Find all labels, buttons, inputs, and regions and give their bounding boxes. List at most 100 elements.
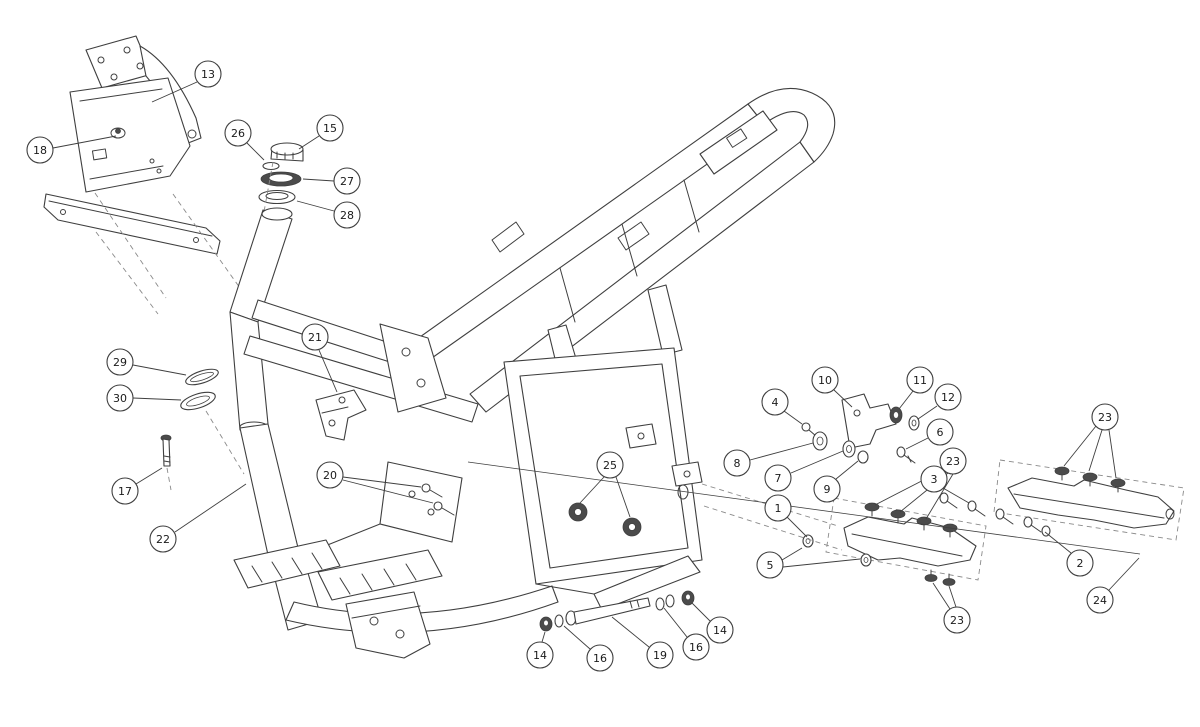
leader-line-21 (318, 349, 338, 393)
callout-number: 10 (818, 374, 832, 387)
callout-number: 17 (118, 485, 132, 498)
callout-19: 19 (646, 641, 674, 669)
callout-circle (1091, 403, 1119, 431)
callout-circle (813, 475, 841, 503)
washer-26 (262, 161, 280, 171)
main-frame (233, 87, 836, 659)
callout-24: 24 (1086, 586, 1114, 614)
callout-number: 13 (201, 68, 215, 81)
rubber-stud (890, 509, 906, 524)
rubber-stud (942, 523, 958, 538)
footrest-rail-left (825, 497, 987, 586)
callout-circle (194, 60, 222, 88)
callout-number: 11 (913, 374, 927, 387)
callout-number: 18 (33, 144, 47, 157)
leader-line-15 (298, 135, 320, 150)
callout-circle (26, 136, 54, 164)
small-bracket (315, 389, 367, 441)
callout-number: 9 (824, 483, 831, 496)
leader-line-3 (942, 487, 970, 504)
callout-17: 17 (111, 477, 139, 505)
floor-bolt-set (539, 590, 695, 632)
callout-23: 23 (939, 447, 967, 475)
rubber-stud (1054, 466, 1070, 481)
callout-circle (943, 606, 971, 634)
rubber-stud (1082, 472, 1098, 487)
leader-line-26 (246, 142, 265, 161)
callout-number: 22 (156, 533, 170, 546)
leader-line-23 (1088, 429, 1103, 472)
leader-line-20 (342, 479, 434, 504)
callout-30: 30 (106, 384, 134, 412)
callout-circle (764, 464, 792, 492)
leader-line-14 (541, 631, 546, 643)
callout-number: 23 (946, 455, 960, 468)
leader-line-30 (132, 397, 182, 401)
callout-circle (1066, 549, 1094, 577)
callout-circle (596, 451, 624, 479)
frame-bushings (568, 502, 642, 537)
leader-line-24 (1108, 557, 1140, 591)
leader-line-18 (52, 135, 117, 149)
callout-5: 5 (756, 551, 784, 579)
callout-9: 9 (813, 475, 841, 503)
rail-fasteners (467, 461, 1141, 567)
footrest-rail-right (993, 459, 1185, 541)
leader-line-16 (563, 625, 591, 650)
leader-line-14 (691, 602, 711, 622)
callout-6: 6 (926, 418, 954, 446)
callout-circle (811, 366, 839, 394)
callout-circle (149, 525, 177, 553)
leader-line-16 (663, 607, 688, 638)
rubber-stud (924, 569, 938, 582)
callout-circle (646, 641, 674, 669)
callout-14: 14 (706, 616, 734, 644)
rubber-stud (942, 573, 956, 586)
leader-line-28 (296, 200, 335, 212)
callout-circle (764, 494, 792, 522)
rubber-stud (864, 502, 880, 517)
callout-number: 25 (603, 459, 617, 472)
rubber-stud (1110, 478, 1126, 493)
callout-13: 13 (194, 60, 222, 88)
callout-number: 3 (931, 473, 938, 486)
leader-line-10 (833, 389, 853, 408)
callout-circle (926, 418, 954, 446)
leader-line-1 (786, 516, 808, 538)
callout-circle (761, 388, 789, 416)
leader-line-8 (749, 442, 814, 461)
callout-circle (106, 384, 134, 412)
leader-line-20 (342, 476, 422, 488)
callout-circle (316, 114, 344, 142)
callout-28: 28 (333, 201, 361, 229)
leader-line-17 (135, 467, 163, 485)
leader-line-13 (151, 81, 198, 103)
callout-circle (333, 201, 361, 229)
callout-circle (939, 447, 967, 475)
callout-number: 14 (713, 624, 727, 637)
steering-stem-parts (246, 142, 304, 307)
callout-circle (706, 616, 734, 644)
leader-line-4 (783, 410, 803, 425)
callout-26: 26 (224, 119, 252, 147)
callout-23: 23 (943, 606, 971, 634)
callout-number: 24 (1093, 594, 1107, 607)
callout-16: 16 (682, 633, 710, 661)
callout-circle (526, 641, 554, 669)
callout-number: 20 (323, 469, 337, 482)
callout-number: 21 (308, 331, 322, 344)
leader-line-23 (932, 582, 951, 610)
callout-number: 16 (689, 641, 703, 654)
leader-line-12 (917, 405, 938, 420)
callout-4: 4 (761, 388, 789, 416)
callout-circle (920, 465, 948, 493)
callout-8: 8 (723, 449, 751, 477)
callout-circle (224, 119, 252, 147)
callout-circle (106, 348, 134, 376)
leader-line-9 (835, 460, 859, 480)
leader-line-2 (1044, 531, 1072, 554)
callout-12: 12 (934, 383, 962, 411)
stem-bolt (160, 434, 172, 491)
